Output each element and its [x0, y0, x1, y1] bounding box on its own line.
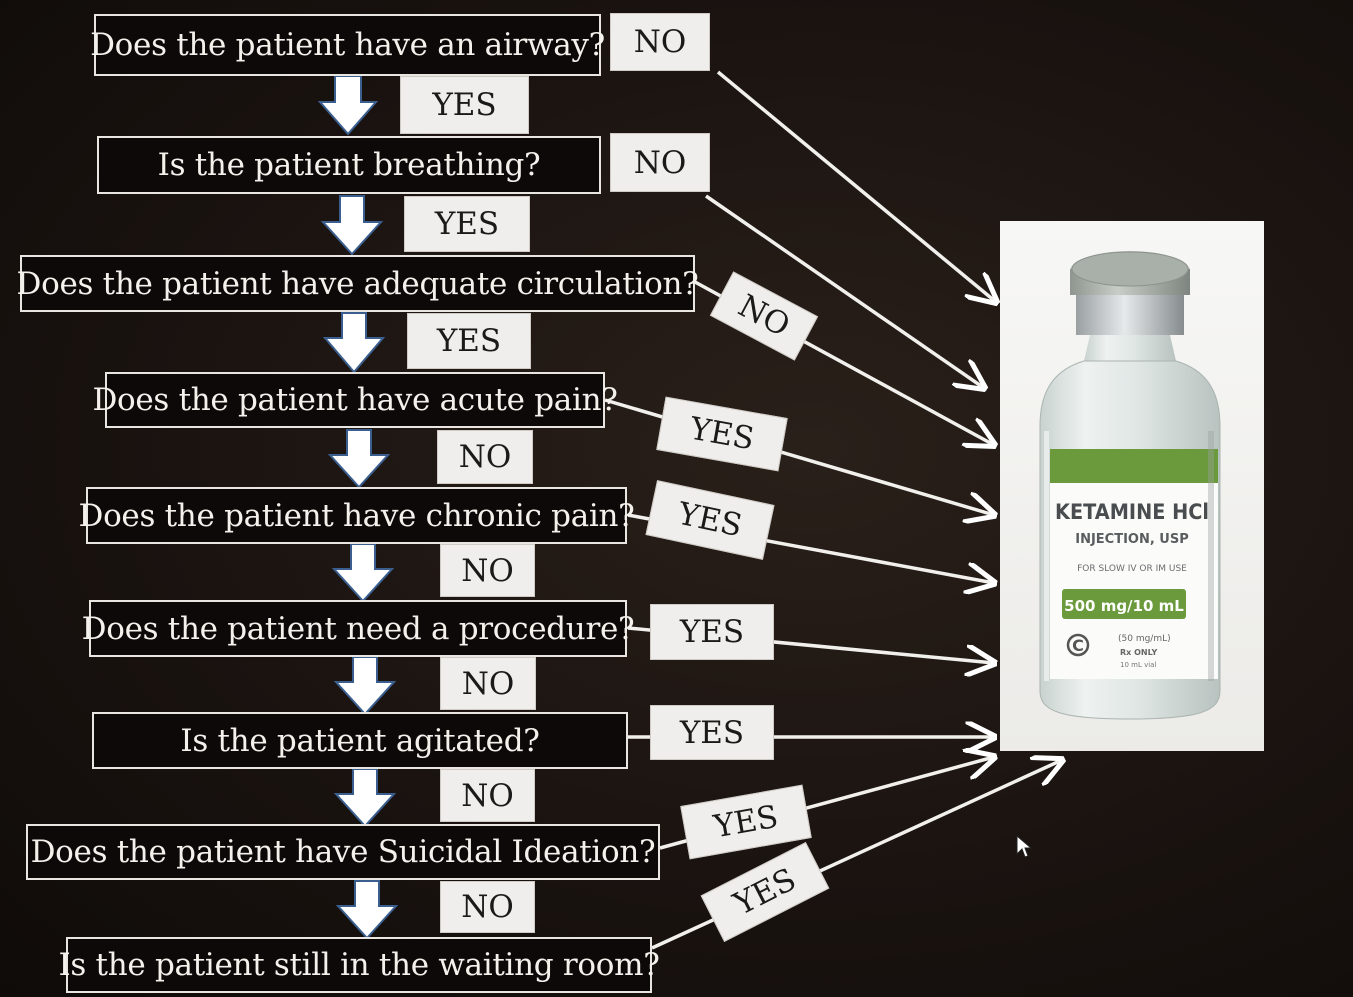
question-waiting-room: Is the patient still in the waiting room… [58, 937, 660, 993]
question-agitated: Is the patient agitated? [92, 712, 628, 769]
down-arrow-icon [327, 429, 391, 489]
branch-label-breathing: NO [610, 133, 710, 192]
connector-airway-no [716, 70, 996, 302]
flow-label-2: YES [404, 196, 530, 252]
question-procedure: Does the patient need a procedure? [82, 600, 635, 657]
question-breathing: Is the patient breathing? [97, 136, 601, 194]
question-airway: Does the patient have an airway? [90, 14, 605, 76]
vial-icon: KETAMINE HCl INJECTION, USP FOR SLOW IV … [1039, 251, 1221, 720]
mouse-cursor-icon [1016, 835, 1033, 858]
flow-label-5: NO [440, 544, 535, 597]
vial-name: KETAMINE HCl [1055, 500, 1209, 524]
branch-label-procedure: YES [650, 604, 774, 660]
question-circulation: Does the patient have adequate circulati… [17, 255, 699, 312]
down-arrow-icon [333, 656, 397, 716]
flow-label-4: NO [437, 430, 533, 484]
down-arrow-icon [331, 543, 395, 603]
flow-label-1: YES [400, 76, 529, 134]
question-chronic-pain: Does the patient have chronic pain? [79, 487, 635, 544]
branch-label-airway: NO [610, 13, 710, 71]
down-arrow-icon [322, 312, 386, 374]
vial-route: FOR SLOW IV OR IM USE [1077, 564, 1187, 574]
flow-label-6: NO [440, 657, 536, 710]
connector-breathing-no [705, 194, 984, 388]
vial-strength: 500 mg/10 mL [1064, 597, 1184, 615]
branch-label-agitated: YES [650, 705, 774, 760]
flow-label-8: NO [440, 881, 535, 933]
flow-label-7: NO [440, 769, 535, 822]
down-arrow-icon [333, 768, 397, 828]
down-arrow-icon [320, 195, 384, 256]
down-arrow-icon [317, 75, 379, 136]
question-acute-pain: Does the patient have acute pain? [92, 372, 618, 428]
flow-label-3: YES [407, 313, 531, 369]
vial-form: INJECTION, USP [1075, 532, 1189, 547]
vial-concentration: (50 mg/mL) [1118, 634, 1171, 644]
vial-rx: Rx ONLY [1120, 648, 1157, 657]
vial-volume: 10 mL vial [1120, 661, 1156, 669]
down-arrows [317, 75, 399, 940]
ketamine-vial-image: KETAMINE HCl INJECTION, USP FOR SLOW IV … [1000, 221, 1264, 751]
question-suicidal-ideation: Does the patient have Suicidal Ideation? [26, 824, 660, 880]
vial-schedule-mark: C [1072, 636, 1084, 655]
down-arrow-icon [335, 880, 399, 940]
